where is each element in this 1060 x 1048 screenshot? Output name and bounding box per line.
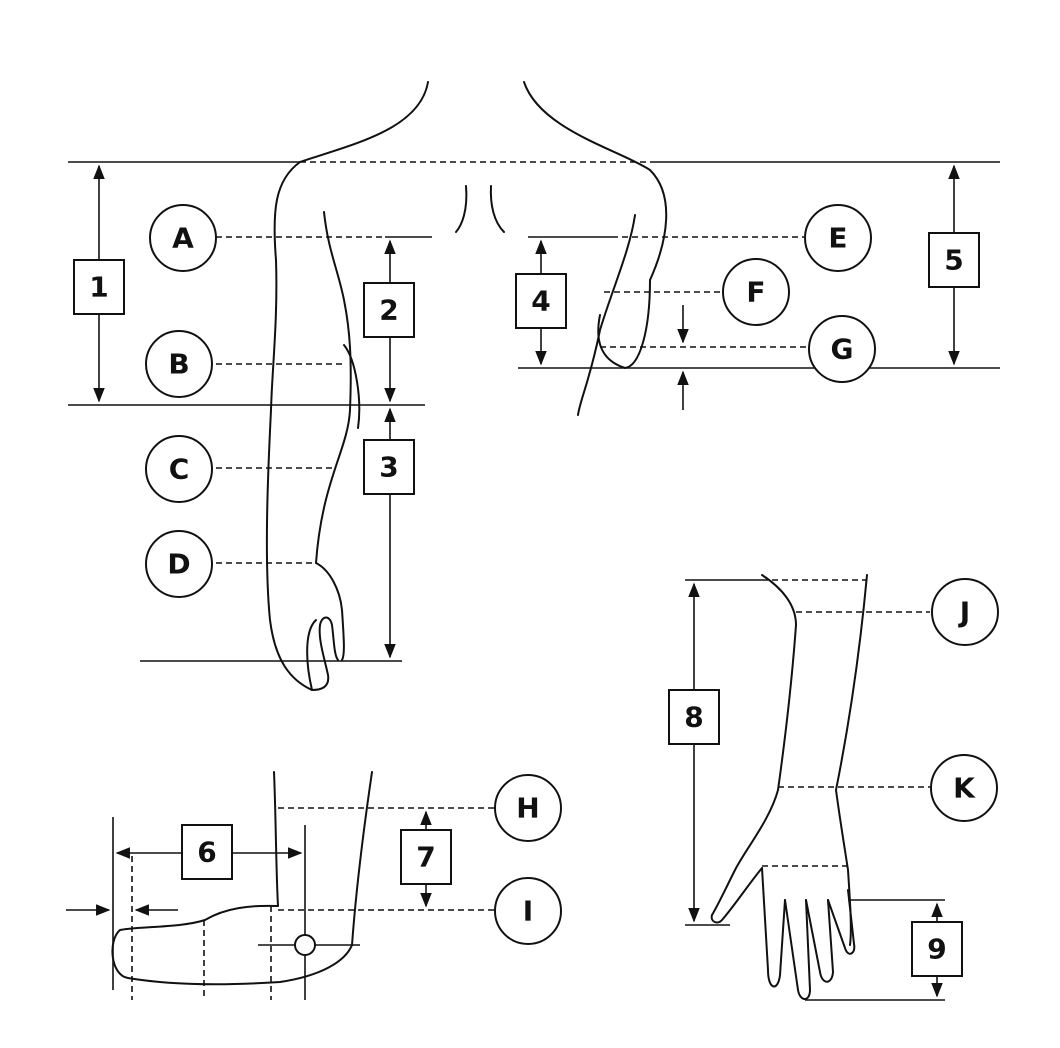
circle-label-b-text: B	[168, 348, 189, 381]
circle-label-f-text: F	[746, 276, 765, 309]
forearm-reference-lines	[685, 579, 945, 1001]
box-label-4: 4	[515, 273, 567, 329]
forearm-dimension-arrows	[688, 582, 943, 998]
circle-label-j: J	[931, 578, 999, 646]
circle-label-h: H	[494, 774, 562, 842]
circle-label-b: B	[145, 330, 213, 398]
box-label-5: 5	[928, 232, 980, 288]
circle-label-j-text: J	[958, 596, 970, 629]
leader-lines-top	[216, 236, 808, 564]
circle-label-h-text: H	[516, 792, 539, 825]
circle-label-k: K	[930, 754, 998, 822]
circle-label-k-text: K	[953, 772, 976, 805]
circle-label-a: A	[149, 204, 217, 272]
elbow-figure	[111, 771, 373, 986]
circle-label-i-text: I	[523, 895, 533, 928]
box-label-8-text: 8	[684, 701, 703, 734]
circle-label-c-text: C	[169, 453, 190, 486]
circle-label-g: G	[808, 315, 876, 383]
elbow-dimension-arrows	[66, 810, 432, 916]
box-label-3-text: 3	[379, 451, 398, 484]
circle-label-d: D	[145, 530, 213, 598]
circle-label-e: E	[804, 204, 872, 272]
circle-label-e-text: E	[828, 222, 847, 255]
box-label-6-text: 6	[197, 836, 216, 869]
circle-label-a-text: A	[172, 222, 194, 255]
box-label-1-text: 1	[89, 271, 108, 304]
box-label-2-text: 2	[379, 294, 398, 327]
box-label-7: 7	[400, 829, 452, 885]
box-label-3: 3	[363, 439, 415, 495]
box-label-5-text: 5	[944, 244, 963, 277]
reference-lines-top	[68, 161, 1000, 662]
circle-label-d-text: D	[167, 548, 190, 581]
box-label-4-text: 4	[531, 285, 550, 318]
box-label-8: 8	[668, 689, 720, 745]
elbow-reference-lines	[112, 807, 495, 1000]
circle-label-f: F	[722, 258, 790, 326]
box-label-9-text: 9	[927, 933, 946, 966]
torso-arm-figure	[265, 81, 668, 691]
box-label-1: 1	[73, 259, 125, 315]
box-label-9: 9	[911, 921, 963, 977]
box-label-2: 2	[363, 282, 415, 338]
box-label-7-text: 7	[416, 841, 435, 874]
circle-label-i: I	[494, 877, 562, 945]
box-label-6: 6	[181, 824, 233, 880]
forearm-hand-figure	[710, 574, 868, 1000]
circle-label-g-text: G	[831, 333, 854, 366]
circle-label-c: C	[145, 435, 213, 503]
